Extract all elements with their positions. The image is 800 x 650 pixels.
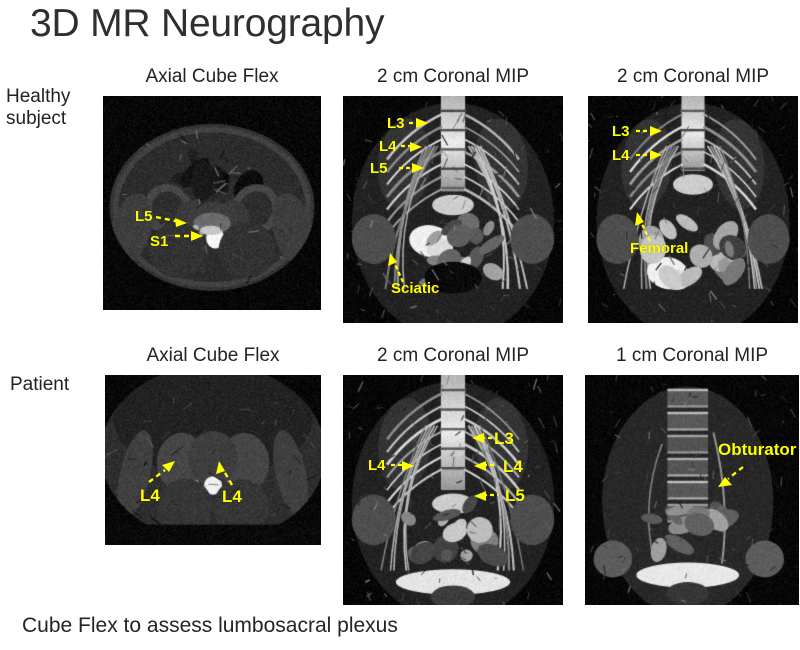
- mri-image-patient-axial: [105, 375, 321, 545]
- page-title: 3D MR Neurography: [30, 2, 385, 45]
- image-panel-patient-coronal-2cm[interactable]: L4 L3 L4 L5: [343, 375, 563, 605]
- footer-caption: Cube Flex to assess lumbosacral plexus: [22, 614, 398, 637]
- image-panel-healthy-coronal-a[interactable]: L3 L4 L5 Sciatic: [343, 96, 563, 323]
- row-label-healthy-subject: Healthy subject: [6, 86, 71, 129]
- panel-caption-patient-coronal-1cm: 1 cm Coronal MIP: [615, 345, 769, 366]
- row-label-patient: Patient: [10, 374, 70, 395]
- mri-image-healthy-axial: [103, 96, 321, 310]
- mri-image-patient-coronal-1cm: [585, 375, 799, 605]
- image-panel-patient-axial[interactable]: L4 L4: [105, 375, 321, 545]
- panel-caption-healthy-coronal-a: 2 cm Coronal MIP: [376, 66, 530, 87]
- panel-caption-healthy-axial: Axial Cube Flex: [145, 66, 279, 87]
- panel-caption-healthy-coronal-b: 2 cm Coronal MIP: [616, 66, 770, 87]
- mri-image-patient-coronal-2cm: [343, 375, 563, 605]
- mri-image-healthy-coronal-b: [588, 96, 798, 323]
- image-panel-healthy-axial[interactable]: L5 S1: [103, 96, 321, 310]
- panel-caption-patient-axial: Axial Cube Flex: [146, 345, 280, 366]
- panel-caption-patient-coronal-2cm: 2 cm Coronal MIP: [376, 345, 530, 366]
- image-panel-patient-coronal-1cm[interactable]: Obturator: [585, 375, 799, 605]
- image-panel-healthy-coronal-b[interactable]: L3 L4 Femoral: [588, 96, 798, 323]
- mri-image-healthy-coronal-a: [343, 96, 563, 323]
